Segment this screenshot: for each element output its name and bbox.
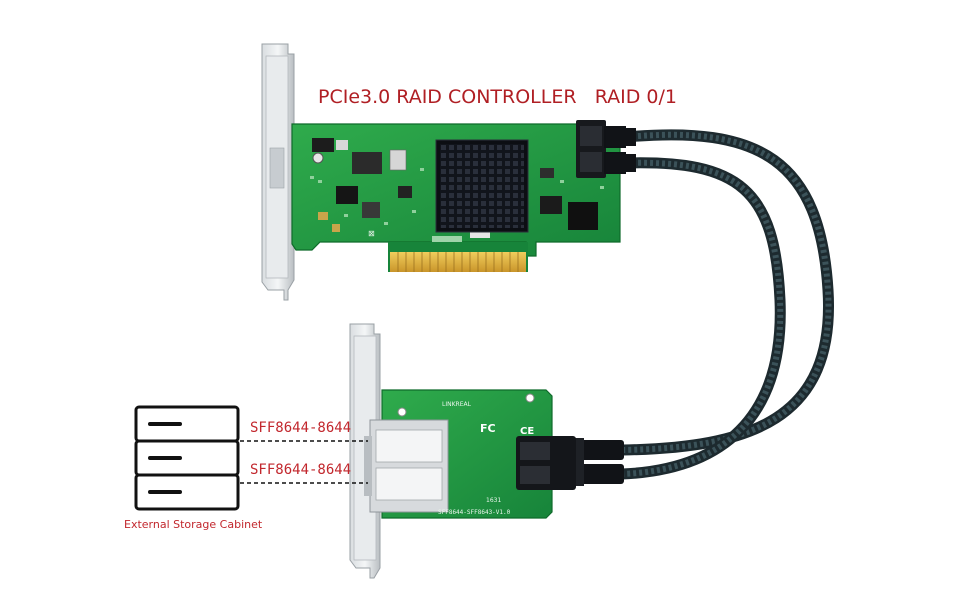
raid-controller-card: ⊠ PCI EXPRESS <box>261 43 626 301</box>
title-mode: RAID 0/1 <box>594 86 677 108</box>
board-components: ⊠ PCI EXPRESS <box>310 138 604 242</box>
external-sff8644-port <box>364 419 449 513</box>
svg-text:⊠: ⊠ <box>368 229 375 238</box>
cabinet-label: External Storage Cabinet <box>124 518 263 531</box>
title-product: PCIe3.0 RAID CONTROLLER <box>318 86 577 108</box>
ce-mark: CE <box>520 426 534 437</box>
connection-lines <box>240 440 368 484</box>
brand-mark: LINKREAL <box>442 401 472 408</box>
sff8644-adapter-card: LINKREAL FC CE 1631 SFF8644-SFF8643-V1.0 <box>349 323 576 579</box>
heatsink <box>435 139 529 233</box>
port-label-lower: SFF8644-8644 <box>250 462 352 478</box>
sff8643-cables <box>574 128 834 486</box>
product-title: PCIe3.0 RAID CONTROLLER RAID 0/1 <box>318 86 677 108</box>
gold-fingers <box>388 242 528 272</box>
port-label-upper: SFF8644-8644 <box>250 420 352 436</box>
fc-mark: FC <box>480 422 496 435</box>
cabinet-unit <box>134 473 240 511</box>
pcie-bracket-top <box>261 43 295 301</box>
model-mark: SFF8644-SFF8643-V1.0 <box>438 509 511 516</box>
adapter-internal-ports <box>516 436 576 490</box>
storage-cabinet-icon <box>134 405 240 511</box>
date-code: 1631 <box>486 497 501 504</box>
